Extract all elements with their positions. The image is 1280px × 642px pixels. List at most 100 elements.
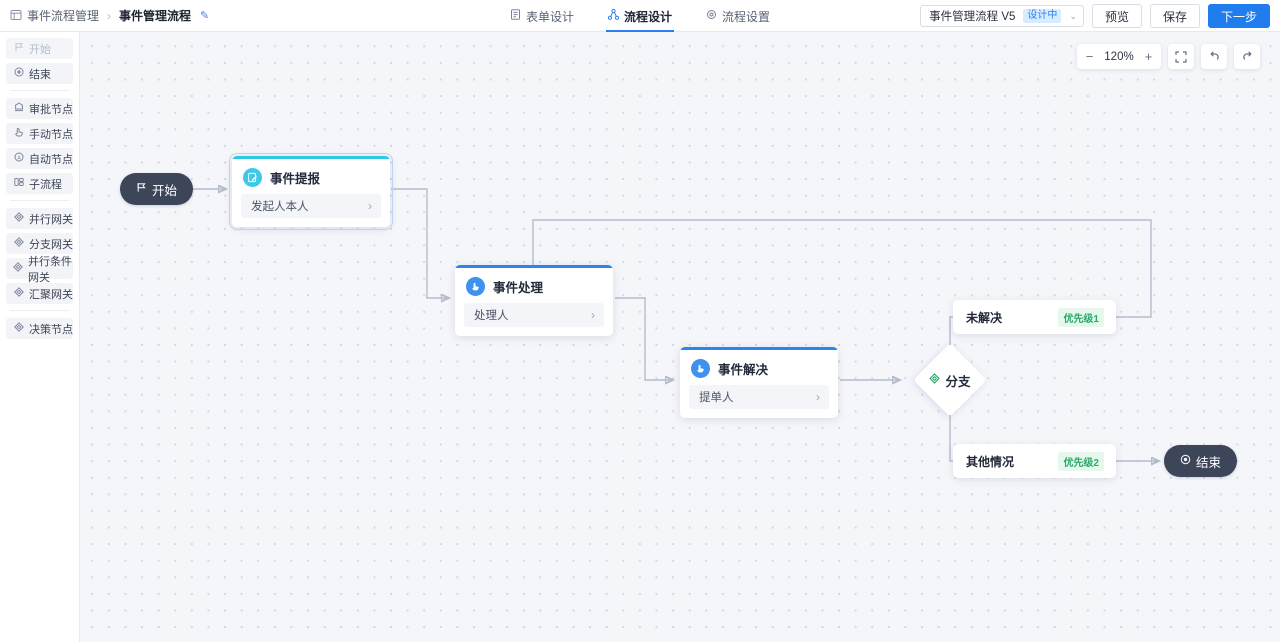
node-branch-gateway[interactable]: 分支: [912, 342, 988, 418]
fit-group: [1168, 44, 1194, 69]
card-header: 事件处理: [455, 268, 613, 303]
flow-icon: [607, 8, 620, 23]
node-event-handle[interactable]: 事件处理 处理人 ›: [455, 265, 613, 336]
sidebar-item-manual-node-label: 手动节点: [29, 128, 73, 141]
event-handle-card[interactable]: 事件处理 处理人 ›: [455, 265, 613, 336]
link-cond1-loopback-to-handle: [533, 219, 1152, 318]
redo-icon: [1242, 51, 1251, 60]
start-pill[interactable]: 开始: [120, 173, 194, 205]
sidebar-item-converge-gateway-label: 汇聚网关: [29, 288, 73, 301]
card-accent-bar: [232, 156, 390, 159]
chevron-right-icon: ›: [591, 308, 595, 322]
event-handle-assignee-row[interactable]: 处理人 ›: [464, 303, 604, 327]
form-icon: [510, 9, 521, 23]
node-event-report[interactable]: 事件提报 发起人本人 ›: [229, 153, 393, 230]
top-bar: 事件流程管理 › 事件管理流程 ✎ 表单设计 流程设计 流程设置 事件管理流程 …: [0, 0, 1280, 32]
breadcrumb: 事件流程管理 › 事件管理流程 ✎: [0, 7, 209, 24]
sidebar-item-parallel-conditional-gateway-label: 并行条件网关: [28, 255, 72, 284]
tab-flow-design[interactable]: 流程设计: [605, 0, 675, 32]
svg-text:A: A: [17, 155, 21, 161]
version-status-badge: 设计中: [1023, 9, 1062, 23]
sidebar-item-manual-node[interactable]: 手动节点: [6, 123, 73, 144]
hand-icon: [13, 127, 24, 140]
tab-flow-settings[interactable]: 流程设置: [704, 0, 772, 32]
gateway-icon: [13, 287, 24, 300]
fit-screen-button[interactable]: [1168, 44, 1194, 69]
sidebar-item-approval-node[interactable]: 审批节点: [6, 98, 73, 119]
event-report-assignee-row[interactable]: 发起人本人 ›: [241, 194, 381, 218]
chevron-right-icon: ›: [816, 390, 820, 404]
sidebar-item-auto-node[interactable]: A 自动节点: [6, 148, 73, 169]
zoom-level-label: 120%: [1104, 50, 1134, 63]
target-icon: [1180, 454, 1191, 468]
branch-label-wrap: 分支: [929, 371, 971, 390]
sidebar-item-converge-gateway[interactable]: 汇聚网关: [6, 283, 73, 304]
flow-connectors: [182, 32, 1280, 642]
top-tabs: 表单设计 流程设计 流程设置: [0, 0, 1280, 32]
sidebar-item-parallel-gateway[interactable]: 并行网关: [6, 208, 73, 229]
end-pill[interactable]: 结束: [1164, 445, 1238, 477]
tab-flow-design-label: 流程设计: [623, 9, 672, 24]
undo-button[interactable]: [1201, 44, 1227, 69]
sidebar-item-decision-node[interactable]: 决策节点: [6, 318, 73, 339]
approve-icon: [13, 102, 24, 115]
sidebar-divider: [10, 200, 69, 201]
tab-form-design[interactable]: 表单设计: [508, 0, 576, 32]
redo-button[interactable]: [1234, 44, 1260, 69]
undo-icon: [1210, 51, 1219, 60]
app-grid-icon: [10, 9, 22, 23]
flag-icon: [136, 182, 147, 196]
hand-icon: [691, 359, 710, 378]
edit-pencil-icon[interactable]: ✎: [200, 10, 210, 22]
sidebar-item-parallel-conditional-gateway[interactable]: 并行条件网关: [6, 256, 73, 284]
node-end[interactable]: 结束: [1164, 445, 1238, 477]
breadcrumb-root[interactable]: 事件流程管理: [27, 9, 100, 23]
end-label: 结束: [1196, 455, 1222, 470]
node-event-resolve[interactable]: 事件解决 提单人 ›: [680, 347, 838, 418]
preview-button[interactable]: 预览: [1091, 4, 1142, 28]
gateway-icon: [13, 262, 23, 275]
sidebar-divider: [10, 90, 69, 91]
event-report-card[interactable]: 事件提报 发起人本人 ›: [229, 153, 393, 230]
flag-icon: [13, 42, 24, 55]
zoom-in-button[interactable]: +: [1136, 44, 1161, 69]
zoom-group: − 120% +: [1077, 44, 1161, 69]
condition-card[interactable]: 未解决 优先级1: [953, 300, 1116, 334]
condition-other[interactable]: 其他情况 优先级2: [953, 444, 1116, 478]
node-start[interactable]: 开始: [120, 173, 194, 205]
sidebar-item-end[interactable]: 结束: [6, 63, 73, 84]
sidebar-item-branch-gateway-label: 分支网关: [29, 238, 73, 251]
flow-canvas[interactable]: − 120% +: [80, 32, 1280, 642]
card-header: 事件解决: [680, 350, 838, 385]
condition-unresolved[interactable]: 未解决 优先级1: [953, 300, 1116, 334]
event-report-assignee: 发起人本人: [251, 201, 309, 213]
event-resolve-card[interactable]: 事件解决 提单人 ›: [680, 347, 838, 418]
edit-doc-icon: [243, 168, 262, 187]
auto-icon: A: [13, 152, 24, 165]
event-resolve-assignee: 提单人: [699, 392, 734, 404]
event-handle-assignee: 处理人: [474, 310, 509, 322]
version-name: 事件管理流程 V5: [929, 11, 1016, 23]
zoom-out-button[interactable]: −: [1077, 44, 1102, 69]
sidebar-item-subflow[interactable]: 子流程: [6, 173, 73, 194]
sidebar-item-decision-node-label: 决策节点: [29, 323, 73, 336]
link-report-to-handle: [391, 188, 449, 298]
event-resolve-title: 事件解决: [718, 363, 769, 377]
version-selector[interactable]: 事件管理流程 V5 设计中 ⌄: [920, 5, 1084, 27]
gateway-icon: [929, 373, 941, 387]
event-resolve-assignee-row[interactable]: 提单人 ›: [689, 385, 829, 409]
sidebar-item-branch-gateway[interactable]: 分支网关: [6, 233, 73, 254]
canvas-zoom-toolbar: − 120% +: [1077, 44, 1260, 69]
breadcrumb-separator: ›: [107, 8, 112, 23]
sidebar-divider: [10, 310, 69, 311]
condition-card[interactable]: 其他情况 优先级2: [953, 444, 1116, 478]
gateway-icon: [13, 212, 24, 225]
next-step-button[interactable]: 下一步: [1207, 4, 1270, 28]
event-report-title: 事件提报: [270, 172, 321, 186]
link-handle-to-resolve: [615, 297, 673, 380]
card-accent-bar: [455, 265, 613, 268]
tab-form-design-label: 表单设计: [525, 9, 574, 24]
save-button[interactable]: 保存: [1149, 4, 1200, 28]
redo-group: [1234, 44, 1260, 69]
branch-label: 分支: [945, 374, 971, 389]
